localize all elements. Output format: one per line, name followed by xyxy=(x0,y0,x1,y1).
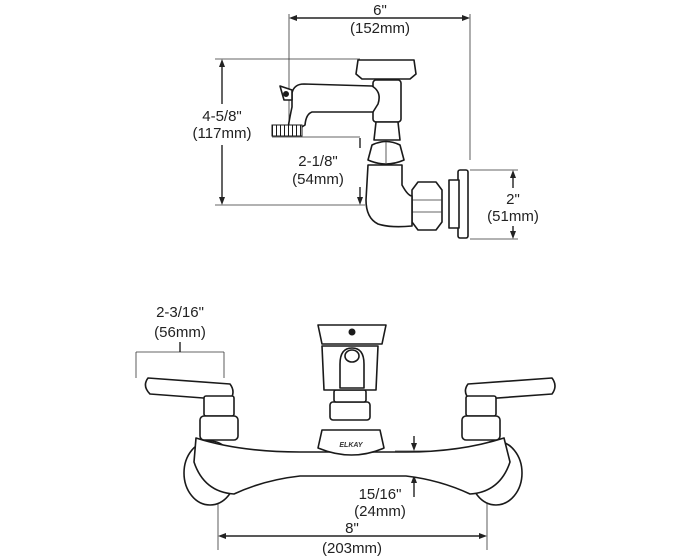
side-flange-dimension: 2" (51mm) xyxy=(470,169,539,240)
front-thickness-mm-label: (24mm) xyxy=(354,503,406,520)
side-spout-dimension: 2-1/8" (54mm) xyxy=(272,136,363,205)
front-centers-in-label: 8" xyxy=(345,520,359,537)
side-spout-mm-label: (54mm) xyxy=(292,171,344,188)
side-flange-mm-label: (51mm) xyxy=(487,208,539,225)
side-width-in-label: 6" xyxy=(373,2,387,19)
front-centers-dimension: 8" (203mm) xyxy=(217,498,488,557)
side-width-dimension: 6" (152mm) xyxy=(288,2,471,160)
side-height-in-label: 4-5/8" xyxy=(202,108,242,125)
side-height-dimension: 4-5/8" (117mm) xyxy=(193,58,365,206)
side-width-mm-label: (152mm) xyxy=(350,20,410,37)
front-view: 2-3/16" (56mm) 15/16" (24mm) 8" (203mm) xyxy=(135,304,556,557)
front-centers-mm-label: (203mm) xyxy=(322,540,382,557)
front-handle-dimension: 2-3/16" (56mm) xyxy=(135,304,225,378)
side-flange-in-label: 2" xyxy=(506,191,520,208)
front-brand-label: ELKAY xyxy=(339,442,364,449)
side-faucet-body xyxy=(271,59,469,239)
front-thickness-in-label: 15/16" xyxy=(359,486,402,503)
side-view: 6" (152mm) 4-5/8" (117mm) 2-1/8" (54mm) xyxy=(193,2,539,240)
front-handle-mm-label: (56mm) xyxy=(154,324,206,341)
side-height-mm-label: (117mm) xyxy=(193,125,252,142)
side-spout-in-label: 2-1/8" xyxy=(298,153,338,170)
front-handle-in-label: 2-3/16" xyxy=(156,304,204,321)
front-faucet-body: ELKAY xyxy=(144,324,556,506)
